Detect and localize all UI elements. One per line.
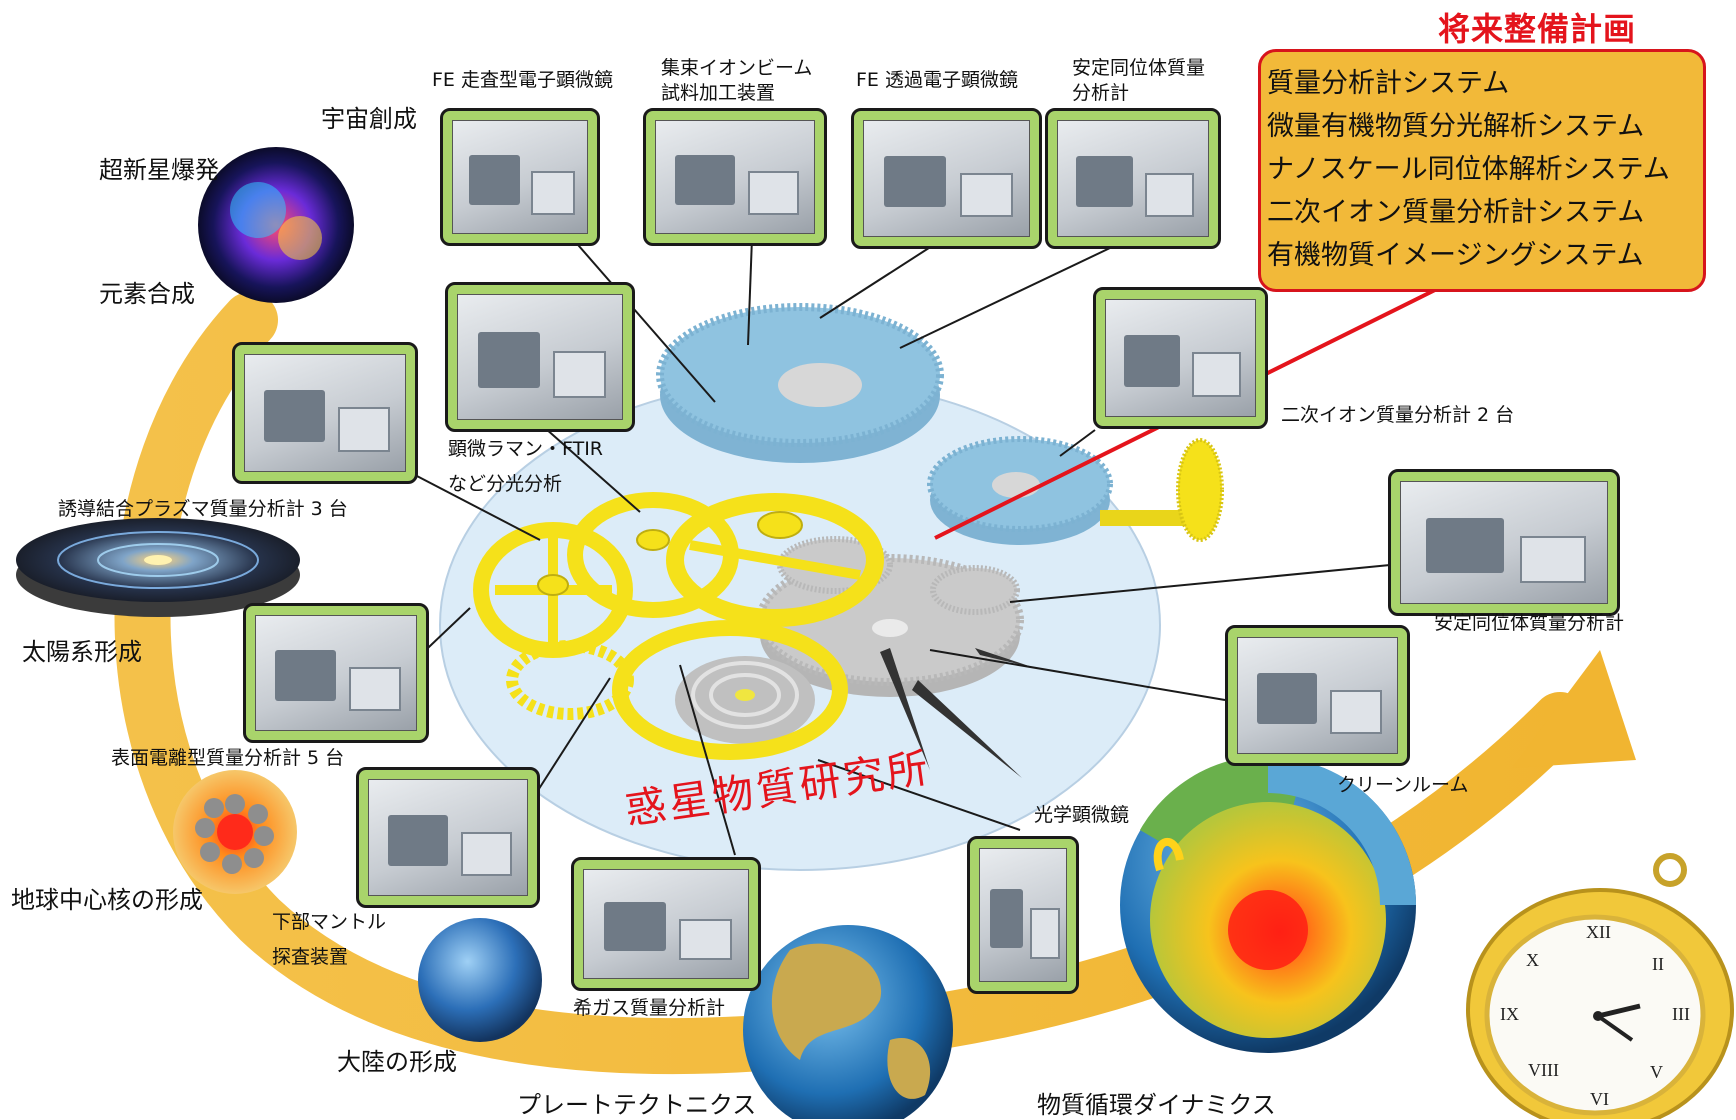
crown-knob bbox=[1100, 438, 1224, 542]
label-fe-sem: FE 走査型電子顕微鏡 bbox=[432, 69, 613, 91]
label-optical: 光学顕微鏡 bbox=[1034, 804, 1130, 826]
svg-text:X: X bbox=[1526, 950, 1539, 970]
label-universe: 宇宙創成 bbox=[321, 105, 417, 133]
label-solar-system: 太陽系形成 bbox=[22, 638, 142, 666]
label-mantle-1: 下部マントル bbox=[272, 911, 387, 933]
svg-text:VIII: VIII bbox=[1528, 1060, 1559, 1080]
photo-stable-iso bbox=[1045, 108, 1221, 249]
evolution-arrow-head bbox=[1512, 650, 1636, 768]
photo-sims bbox=[1093, 287, 1268, 429]
plan-item: ナノスケール同位体解析システム bbox=[1267, 154, 1670, 185]
plan-item: 有機物質イメージングシステム bbox=[1267, 240, 1644, 271]
svg-text:VI: VI bbox=[1590, 1089, 1609, 1109]
clock-hand-b bbox=[912, 680, 1022, 778]
photo-clean-room bbox=[1225, 625, 1410, 766]
svg-text:II: II bbox=[1652, 954, 1664, 974]
label-tims: 表面電離型質量分析計 5 台 bbox=[111, 747, 345, 769]
svg-text:III: III bbox=[1672, 1004, 1690, 1024]
continent-earth-image bbox=[418, 918, 542, 1042]
photo-noble-gas bbox=[571, 857, 761, 991]
label-clean-room: クリーンルーム bbox=[1337, 774, 1469, 796]
label-sims: 二次イオン質量分析計 2 台 bbox=[1281, 404, 1515, 426]
label-icp: 誘導結合プラズマ質量分析計 3 台 bbox=[58, 498, 348, 520]
blue-gear-small bbox=[927, 436, 1113, 545]
photo-icp bbox=[232, 342, 418, 484]
yellow-gear-hub-3 bbox=[537, 574, 569, 596]
yellow-gear-hub-2 bbox=[636, 529, 670, 551]
plan-box: 質量分析計システム 微量有機物質分光解析システム ナノスケール同位体解析システム… bbox=[1258, 49, 1706, 292]
photo-fe-sem bbox=[440, 108, 600, 246]
svg-text:IX: IX bbox=[1500, 1004, 1519, 1024]
plan-title: 将来整備計画 bbox=[1438, 10, 1637, 48]
photo-optical bbox=[967, 836, 1079, 994]
label-core: 地球中心核の形成 bbox=[11, 886, 203, 914]
photo-stable-iso-ms bbox=[1388, 469, 1620, 616]
photo-fe-tem bbox=[851, 108, 1042, 249]
label-noble-gas: 希ガス質量分析計 bbox=[573, 997, 726, 1019]
yellow-gear-hub bbox=[757, 511, 803, 539]
label-cycle: 物質循環ダイナミクス bbox=[1037, 1091, 1276, 1119]
solar-disk-image bbox=[16, 518, 300, 617]
plan-item: 質量分析計システム bbox=[1267, 68, 1510, 99]
svg-text:V: V bbox=[1650, 1062, 1663, 1082]
label-plate: プレートテクトニクス bbox=[517, 1091, 757, 1119]
cycle-earth-image bbox=[1120, 755, 1416, 1053]
plan-item: 微量有機物質分光解析システム bbox=[1267, 111, 1645, 142]
yellow-gears bbox=[473, 492, 884, 760]
label-stable-iso-ms: 安定同位体質量分析計 bbox=[1434, 612, 1625, 634]
label-nucleosynthesis: 元素合成 bbox=[99, 280, 195, 308]
photo-mantle bbox=[356, 767, 540, 908]
label-fe-tem: FE 透過電子顕微鏡 bbox=[856, 69, 1018, 91]
label-fib-2: 試料加工装置 bbox=[661, 82, 776, 104]
photo-raman bbox=[445, 282, 635, 432]
blue-gear-large bbox=[656, 303, 944, 463]
clock-hand-a bbox=[975, 648, 1035, 668]
plan-item: 二次イオン質量分析計システム bbox=[1267, 197, 1645, 228]
clock-hand-c bbox=[880, 648, 930, 770]
photo-fib bbox=[643, 108, 827, 246]
label-raman-1: 顕微ラマン・FTIR bbox=[448, 438, 604, 460]
photo-tims bbox=[243, 603, 429, 743]
svg-text:XII: XII bbox=[1586, 922, 1611, 942]
photo-connectors bbox=[409, 227, 1391, 856]
label-raman-2: など分光分析 bbox=[448, 473, 563, 495]
label-mantle-2: 探査装置 bbox=[272, 946, 349, 968]
label-supernova: 超新星爆発 bbox=[99, 156, 219, 184]
label-fib-1: 集束イオンビーム bbox=[661, 57, 813, 79]
label-stable-iso-2: 分析計 bbox=[1072, 82, 1130, 104]
label-continent: 大陸の形成 bbox=[337, 1048, 457, 1076]
label-stable-iso-1: 安定同位体質量 bbox=[1072, 57, 1206, 79]
